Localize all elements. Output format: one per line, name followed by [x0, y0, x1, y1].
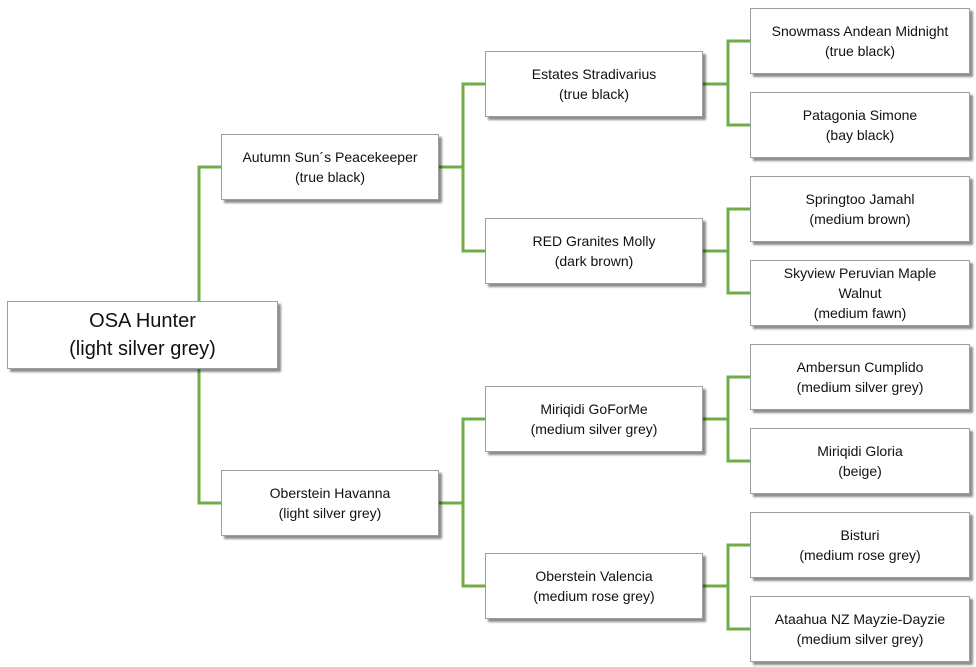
node-color: (medium rose grey): [533, 588, 655, 604]
node-name: Estates Stradivarius: [531, 66, 657, 82]
node-name-part-1: Skyview Peruvian Maple: [783, 265, 937, 281]
node-name: Springtoo Jamahl: [805, 191, 915, 207]
node-color: (light silver grey): [278, 505, 382, 521]
node-name: Oberstein Havanna: [269, 485, 391, 501]
node-color: (medium silver grey): [796, 379, 924, 395]
node-name: Miriqidi Gloria: [817, 443, 903, 459]
node-sire: Autumn Sun´s Peacekeeper (true black): [221, 134, 439, 200]
node-root: OSA Hunter (light silver grey): [7, 301, 278, 369]
node-name: RED Granites Molly: [532, 233, 656, 249]
connector-g2a-parents-bus: [726, 39, 750, 127]
node-color: (medium silver grey): [530, 421, 658, 437]
node-ggp-3: Springtoo Jamahl (medium brown): [750, 176, 970, 242]
node-ggp-1: Snowmass Andean Midnight (true black): [750, 8, 970, 74]
node-name-part-2: Walnut: [838, 285, 882, 301]
node-sire-sire: Estates Stradivarius (true black): [485, 51, 703, 117]
node-name: OSA Hunter: [89, 310, 196, 332]
node-ggp-4: Skyview Peruvian Maple Walnut (medium fa…: [750, 260, 970, 326]
node-dam: Oberstein Havanna (light silver grey): [221, 470, 439, 536]
node-color: (dark brown): [554, 253, 634, 269]
node-name: Oberstein Valencia: [535, 568, 653, 584]
node-name: Miriqidi GoForMe: [540, 401, 648, 417]
node-color: (beige): [838, 463, 882, 479]
connector-root-sire: [197, 165, 221, 301]
node-ggp-2: Patagonia Simone (bay black): [750, 92, 970, 158]
connector-dam-parents-bus: [461, 417, 485, 588]
connector-g2b-parents-bus: [726, 207, 750, 295]
node-color: (medium brown): [809, 211, 911, 227]
node-ggp-6: Miriqidi Gloria (beige): [750, 428, 970, 494]
node-sire-dam: RED Granites Molly (dark brown): [485, 218, 703, 284]
connector-g2d-parents-bus: [726, 543, 750, 631]
node-color: (true black): [294, 169, 366, 185]
connector-sire-parents-bus: [461, 82, 485, 253]
node-color: (medium silver grey): [796, 631, 924, 647]
node-ggp-7: Bisturi (medium rose grey): [750, 512, 970, 578]
connector-g2c-parents-bus: [726, 375, 750, 463]
node-name: Ambersun Cumplido: [796, 359, 924, 375]
node-color: (medium rose grey): [799, 547, 921, 563]
node-color: (medium fawn): [813, 305, 907, 321]
node-color: (true black): [558, 86, 630, 102]
node-name: Snowmass Andean Midnight: [771, 23, 949, 39]
connector-root-dam: [197, 369, 221, 505]
node-name: Bisturi: [840, 527, 880, 543]
node-color: (bay black): [825, 127, 895, 143]
node-dam-dam: Oberstein Valencia (medium rose grey): [485, 553, 703, 619]
node-name: Ataahua NZ Mayzie-Dayzie: [774, 611, 946, 627]
node-color: (true black): [824, 43, 896, 59]
node-ggp-8: Ataahua NZ Mayzie-Dayzie (medium silver …: [750, 596, 970, 662]
node-name: Autumn Sun´s Peacekeeper: [242, 149, 418, 165]
node-color: (light silver grey): [69, 338, 216, 360]
node-name: Patagonia Simone: [802, 107, 918, 123]
node-dam-sire: Miriqidi GoForMe (medium silver grey): [485, 386, 703, 452]
node-ggp-5: Ambersun Cumplido (medium silver grey): [750, 344, 970, 410]
